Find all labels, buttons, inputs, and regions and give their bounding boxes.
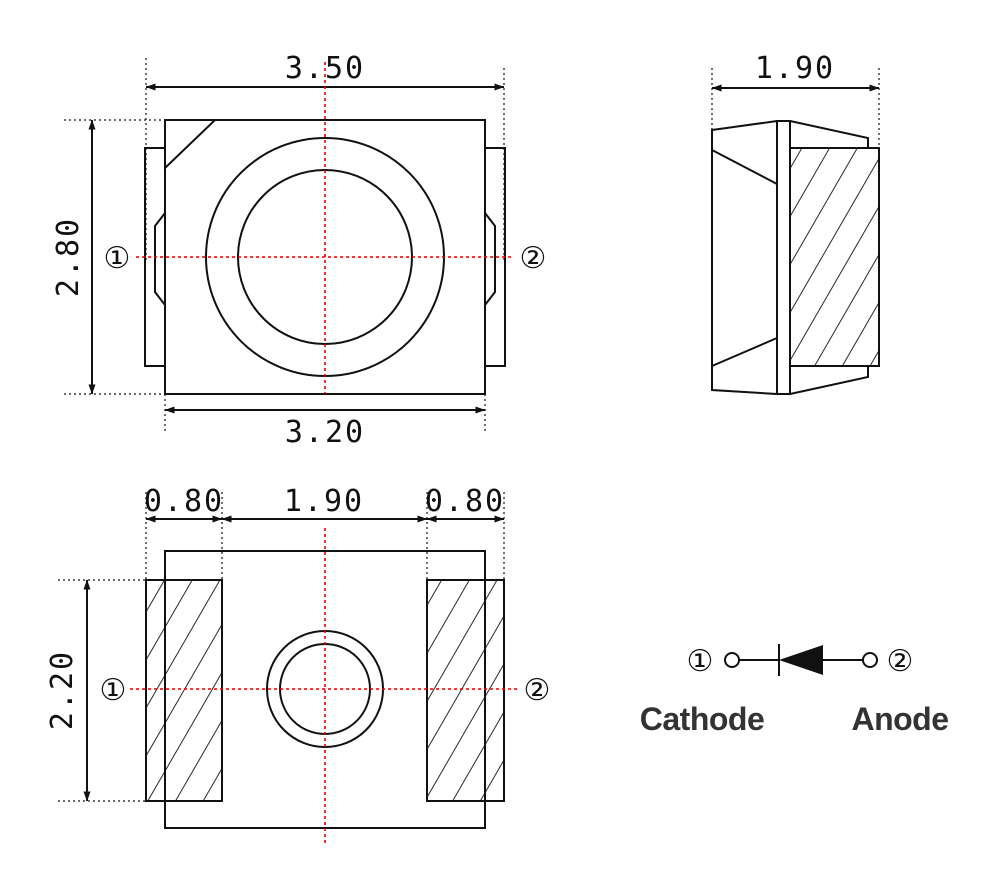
svg-text:3.50: 3.50 [285, 51, 365, 86]
dimension-pad-right: 0.80 [425, 484, 505, 523]
dimension-side-depth: 1.90 [711, 51, 880, 92]
cathode-label: Cathode [640, 701, 765, 737]
svg-text:3.20: 3.20 [285, 415, 365, 450]
dimension-body-width: 3.20 [164, 406, 486, 450]
side-divider [776, 120, 791, 395]
anode-label: Anode [851, 701, 948, 737]
dimension-pad-gap: 1.90 [221, 484, 428, 523]
polarity-chamfer [164, 119, 216, 169]
svg-text:0.80: 0.80 [425, 484, 505, 519]
svg-text:2.20: 2.20 [45, 650, 80, 730]
diode-symbol: ① ② Cathode Anode [640, 644, 949, 737]
cathode-pad [145, 579, 223, 802]
svg-text:1.90: 1.90 [755, 51, 835, 86]
diode-triangle [779, 645, 823, 675]
top-view: 3.50 2.80 3.20 ① ② [51, 51, 546, 450]
dimension-pad-height: 2.20 [45, 579, 91, 802]
cathode-pin-label: ① [687, 644, 714, 679]
side-body-section [789, 147, 880, 367]
pin2-label-top: ② [520, 241, 547, 276]
pin1-label-bottom: ① [100, 673, 127, 708]
side-view: 1.90 [711, 51, 880, 396]
pin2-label-bottom: ② [524, 673, 551, 708]
anode-pad [426, 579, 505, 802]
pin1-label-top: ① [104, 241, 131, 276]
svg-text:2.80: 2.80 [51, 217, 86, 297]
bottom-view: 0.80 1.90 0.80 2.20 ① ② [45, 484, 550, 844]
anode-pin-label: ② [887, 644, 914, 679]
svg-text:0.80: 0.80 [144, 484, 224, 519]
svg-text:1.90: 1.90 [284, 484, 364, 519]
dimension-top-height: 2.80 [51, 119, 96, 395]
dimension-pad-left: 0.80 [144, 484, 224, 523]
